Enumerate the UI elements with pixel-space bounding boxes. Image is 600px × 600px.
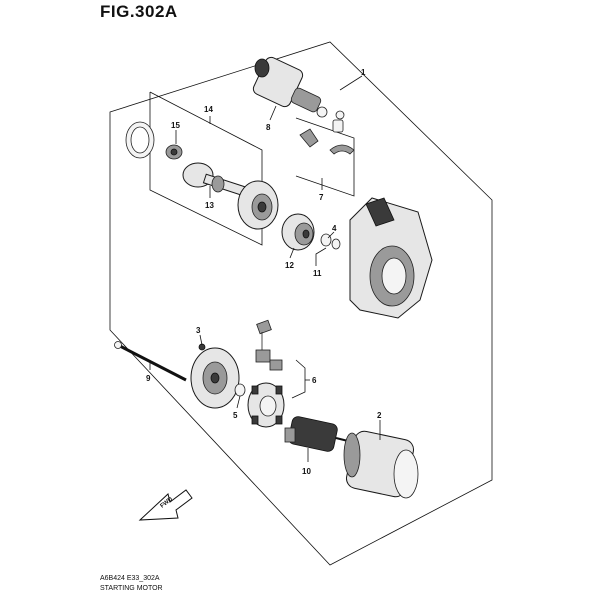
washer	[234, 383, 246, 397]
leader-5	[236, 395, 241, 409]
through-bolt	[114, 341, 187, 382]
drive-lever-parts	[299, 110, 355, 155]
callout-9: 9	[146, 374, 151, 383]
callout-5: 5	[233, 411, 238, 420]
figure-code: A6B424 E33_302A	[100, 575, 160, 582]
callout-4: 4	[332, 224, 337, 233]
overrunning-clutch	[281, 213, 315, 251]
lever-group-frame	[295, 117, 355, 197]
callout-15: 15	[171, 121, 180, 130]
leader-4	[327, 231, 335, 239]
snap-ring	[331, 238, 341, 250]
callout-6: 6	[312, 376, 317, 385]
solenoid-switch	[252, 56, 328, 118]
callout-3: 3	[196, 326, 201, 335]
armature	[284, 416, 353, 452]
figure-title: FIG.302A	[100, 2, 178, 21]
assembly-frame	[109, 41, 493, 566]
callout-8: 8	[266, 123, 271, 132]
gear-housing	[237, 180, 279, 230]
leader-1	[339, 75, 363, 91]
leader-3	[199, 334, 203, 346]
callout-13: 13	[205, 201, 214, 210]
figure-caption: STARTING MOTOR	[100, 585, 163, 592]
brush-set	[255, 319, 283, 371]
callout-7: 7	[319, 193, 324, 202]
callout-2: 2	[377, 411, 382, 420]
yoke	[343, 430, 419, 499]
rear-end-plate	[190, 347, 240, 409]
stop-ring	[320, 233, 332, 247]
callout-1: 1	[361, 68, 366, 77]
leader-11	[315, 247, 327, 266]
callout-12: 12	[285, 261, 294, 270]
drive-group-frame	[149, 91, 263, 246]
fwd-arrow-icon: FWD	[138, 489, 193, 521]
callout-10: 10	[302, 467, 311, 476]
leader-8	[269, 105, 277, 121]
retainer-ring	[125, 121, 155, 159]
brush-holder	[247, 382, 285, 428]
pinion-gear	[165, 144, 183, 160]
leader-12	[289, 247, 295, 259]
leader-6	[291, 359, 306, 399]
callout-14: 14	[204, 105, 213, 114]
front-housing	[349, 197, 433, 319]
callout-11: 11	[313, 269, 322, 278]
